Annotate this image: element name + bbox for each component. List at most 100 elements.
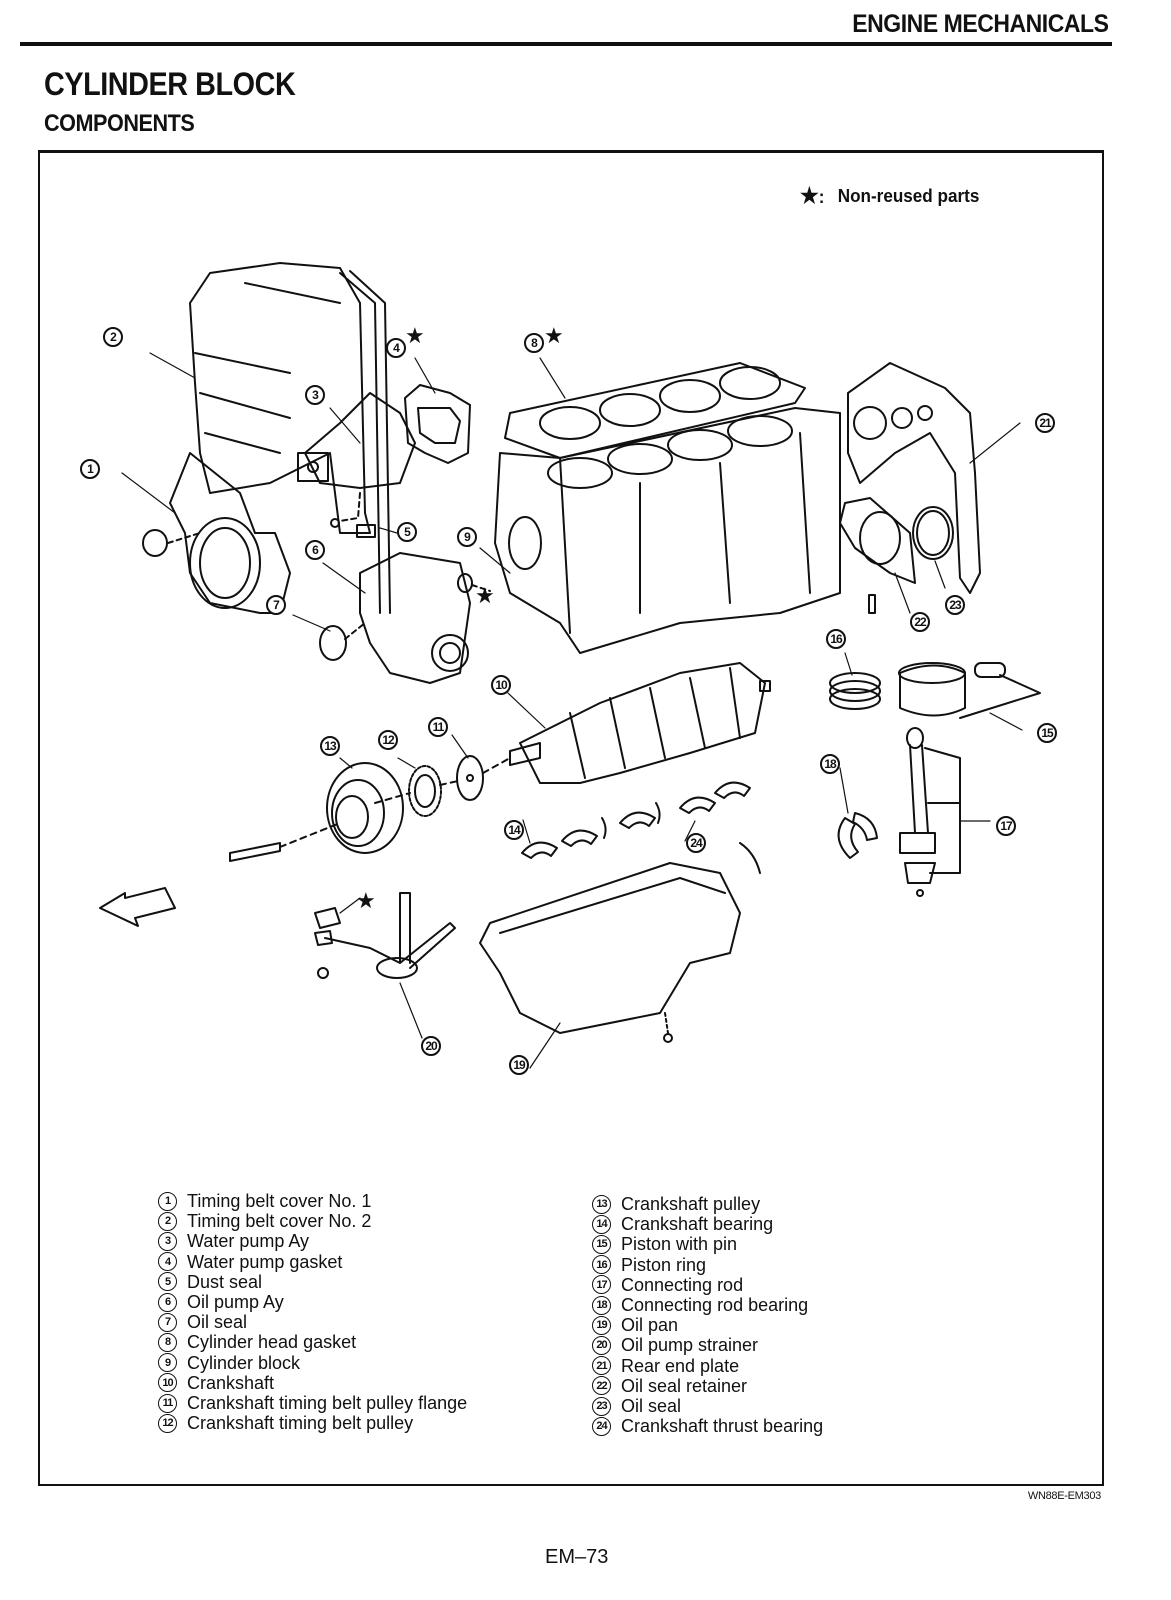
item-label: Oil seal retainer: [621, 1375, 748, 1396]
callout-14: 14: [504, 820, 524, 840]
water-pump-drawing: [297, 392, 416, 528]
callout-9: 9: [457, 527, 477, 547]
item-label: Water pump gasket: [187, 1251, 343, 1272]
item-label: Timing belt cover No. 1: [187, 1191, 372, 1211]
callout-16: 16: [826, 629, 846, 649]
timing-belt-cover-2-drawing: [189, 262, 391, 614]
item-label: Piston ring: [621, 1254, 707, 1275]
item-label: Rear end plate: [621, 1355, 740, 1376]
parts-list-item: 3 Water pump Ay: [158, 1231, 467, 1251]
item-label: Piston with pin: [621, 1234, 738, 1255]
item-label: Oil seal: [621, 1396, 682, 1417]
callout-3: 3: [305, 385, 325, 405]
item-number: 15: [592, 1235, 611, 1254]
parts-list-item: 1 Timing belt cover No. 1: [158, 1191, 467, 1211]
item-label: Timing belt cover No. 2: [187, 1211, 372, 1232]
exploded-view-diagram: [99, 262, 1041, 1069]
header-rule: [20, 42, 1112, 46]
parts-list-item: 21 Rear end plate: [592, 1356, 823, 1376]
engine-front-arrow-icon: [99, 887, 176, 927]
item-label: Connecting rod bearing: [621, 1295, 809, 1316]
oil-seal-retainer-drawing: [839, 497, 916, 614]
item-number: 8: [158, 1333, 177, 1353]
item-label: Crankshaft thrust bearing: [621, 1416, 824, 1437]
item-number: 21: [592, 1356, 611, 1376]
item-label: Oil pump Ay: [187, 1292, 284, 1313]
item-label: Crankshaft timing belt pulley: [187, 1413, 414, 1434]
non-reused-legend: ★: Non-reused parts: [800, 183, 979, 209]
item-number: 3: [158, 1232, 177, 1251]
item-number: 24: [592, 1416, 611, 1436]
item-label: Crankshaft bearing: [621, 1214, 774, 1235]
item-label: Oil pan: [621, 1315, 679, 1336]
oil-pan-drawing: [479, 862, 741, 1043]
callout-23: 23: [945, 595, 965, 615]
callout-13: 13: [320, 736, 340, 756]
crankshaft-bearings-drawing: [521, 781, 761, 874]
callout-8-star-icon: ★: [544, 323, 564, 348]
item-label: Oil seal: [187, 1312, 248, 1333]
item-number: 1: [158, 1191, 177, 1211]
item-label: Cylinder head gasket: [187, 1332, 357, 1353]
parts-list-item: 18 Connecting rod bearing: [592, 1295, 823, 1315]
page-number: EM–73: [545, 1546, 609, 1568]
oil-pump-drawing: [319, 524, 491, 684]
item-number: 9: [158, 1353, 177, 1373]
parts-list-item: 20 Oil pump strainer: [592, 1335, 823, 1355]
parts-list-item: 24 Crankshaft thrust bearing: [592, 1416, 823, 1436]
legend-separator: :: [818, 187, 825, 207]
item-number: 7: [158, 1312, 177, 1332]
callout-8: 8: [524, 333, 544, 353]
callout-24: 24: [686, 833, 706, 853]
item-number: 20: [592, 1336, 611, 1356]
item-label: Oil pump strainer: [621, 1335, 759, 1356]
item-number: 17: [592, 1275, 611, 1295]
timing-belt-cover-1-drawing: [142, 452, 291, 614]
oring-star-icon: ★: [475, 583, 495, 608]
item-number: 10: [158, 1373, 177, 1393]
connecting-rod-drawing: [899, 727, 961, 897]
item-number: 23: [592, 1396, 611, 1416]
callout-6: 6: [305, 540, 325, 560]
pulley-flange-drawing: [456, 755, 484, 801]
item-number: 5: [158, 1272, 177, 1292]
water-pump-gasket-drawing: [404, 384, 471, 464]
item-number: 11: [158, 1393, 177, 1413]
crankshaft-pulley-drawing: [229, 757, 511, 862]
callout-1: 1: [80, 459, 100, 479]
item-number: 14: [592, 1214, 611, 1234]
item-number: 18: [592, 1295, 611, 1315]
connecting-rod-bearing-drawing: [837, 812, 878, 859]
figure-code: WN88E-EM303: [1027, 1490, 1101, 1502]
parts-list-item: 7 Oil seal: [158, 1312, 467, 1332]
parts-list-item: 12 Crankshaft timing belt pulley: [158, 1413, 467, 1433]
callout-22: 22: [910, 612, 930, 632]
callout-4-star-icon: ★: [405, 323, 425, 348]
crankshaft-drawing: [509, 662, 771, 784]
callout-7: 7: [266, 595, 286, 615]
page-title: CYLINDER BLOCK: [44, 66, 296, 102]
diagram-frame: [38, 150, 1104, 1486]
rear-end-plate-drawing: [847, 362, 981, 594]
parts-list-item: 17 Connecting rod: [592, 1275, 823, 1295]
cylinder-block-drawing: [494, 407, 841, 654]
item-label: Connecting rod: [621, 1274, 744, 1295]
item-number: 12: [158, 1413, 177, 1433]
callout-18: 18: [820, 754, 840, 774]
section-header: ENGINE MECHANICALS: [852, 10, 1110, 38]
legend-label: Non-reused parts: [837, 185, 980, 206]
timing-pulley-drawing: [408, 765, 442, 817]
item-label: Water pump Ay: [187, 1231, 310, 1252]
parts-list-item: 23 Oil seal: [592, 1396, 823, 1416]
item-number: 4: [158, 1252, 177, 1272]
callout-12: 12: [378, 730, 398, 750]
page-subtitle: COMPONENTS: [44, 110, 195, 137]
item-label: Crankshaft: [187, 1372, 275, 1393]
